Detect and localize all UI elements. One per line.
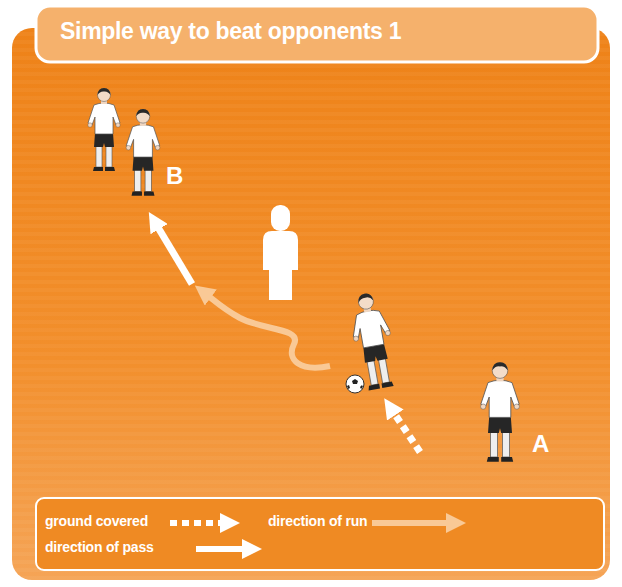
player-figure (88, 88, 120, 171)
legend-text: direction of run (268, 513, 367, 529)
pass-arrow (156, 224, 192, 284)
run-arrow (206, 294, 330, 368)
title-text: Simple way to beat opponents 1 (60, 18, 401, 45)
legend-sample (196, 546, 248, 552)
pitch-area (12, 28, 610, 580)
ground-covered-arrow (392, 410, 420, 452)
title-tab (36, 6, 598, 62)
player-letter: B (166, 162, 183, 190)
legend-sample (170, 520, 226, 526)
legend-text: ground covered (45, 513, 148, 529)
player-figure (481, 362, 520, 462)
legend-box (36, 498, 604, 570)
player-letter: A (532, 430, 549, 458)
player-group: A (474, 358, 554, 472)
ball (346, 375, 364, 393)
pitch-stripes (12, 28, 610, 580)
player-group: B (82, 84, 174, 206)
player-figure (126, 109, 160, 196)
legend-text: direction of pass (45, 539, 154, 555)
legend-sample (372, 520, 452, 526)
mannequin (263, 205, 298, 300)
